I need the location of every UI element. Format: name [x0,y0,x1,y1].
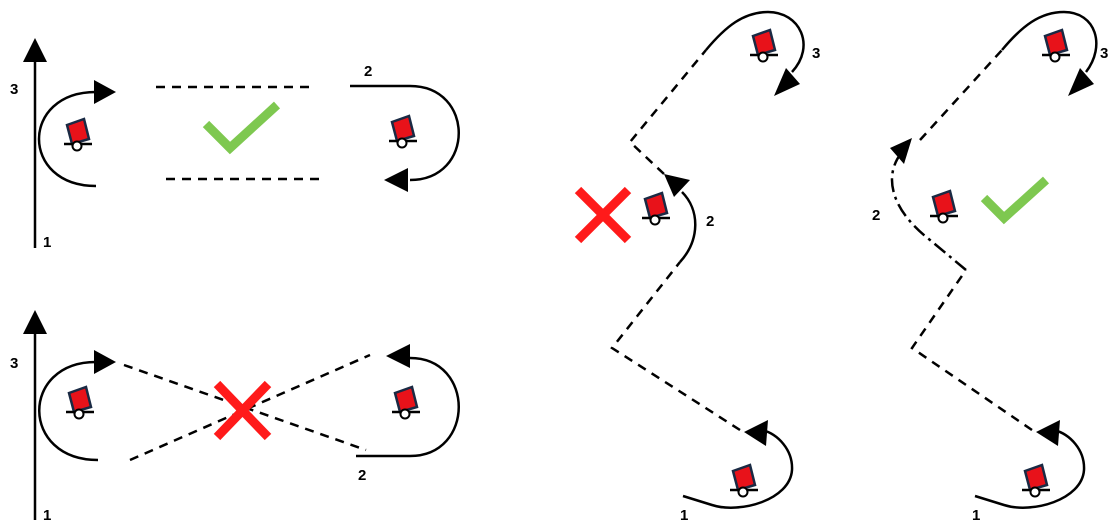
arrow-icon [23,38,47,62]
label-3: 3 [10,81,18,98]
turn-arc [37,90,97,188]
label-3: 3 [812,45,820,62]
turn-arc [679,191,697,263]
cross-icon [574,186,632,244]
panel-bottom-left: 1 2 3 [10,310,460,524]
arrow-icon [1068,68,1094,96]
cart-icon [64,385,96,420]
panel-middle-right: 1 2 3 [574,10,820,524]
arrow-icon [386,344,410,368]
cart-icon [928,189,960,224]
cart-icon [387,114,419,149]
label-2: 2 [872,207,880,224]
dashed-path [919,49,1003,141]
checkmark-icon [980,176,1050,225]
cart-icon [1040,28,1072,63]
cart-icon [728,463,760,498]
label-3: 3 [1100,45,1108,62]
cart-icon [748,28,780,63]
arrow-icon [384,168,408,192]
arrow-icon [94,80,116,104]
turn-arc [350,84,460,182]
label-1: 1 [43,234,51,251]
arrow-icon [774,68,800,96]
turn-arc [890,149,967,271]
dashed-path [610,261,741,432]
arrow-icon [744,420,768,446]
arrow-icon [94,350,116,374]
arrow-icon [1036,420,1060,446]
cart-icon [640,191,672,226]
panel-far-right: 1 2 3 [872,10,1108,524]
arrow-icon [664,174,690,197]
label-2: 2 [706,213,714,230]
label-1: 1 [43,507,51,524]
turn-arc [356,356,460,458]
cross-icon [213,380,272,441]
label-2: 2 [358,467,366,484]
panel-top-left: 1 2 3 [10,38,460,251]
turn-arc [974,428,1086,509]
label-1: 1 [972,507,980,524]
dashed-path [628,49,707,175]
turn-arc [1001,10,1098,73]
turn-arc [705,10,805,73]
dashed-path [910,269,1033,432]
checkmark-icon [202,101,281,155]
turn-arc [682,428,794,509]
label-2: 2 [364,63,372,80]
arrow-icon [23,310,47,334]
cart-icon [390,385,422,420]
turn-arc [38,360,99,462]
label-1: 1 [680,507,688,524]
label-3: 3 [10,355,18,372]
arrow-icon [890,138,912,164]
cart-icon [1020,463,1052,498]
cart-icon [62,117,94,152]
